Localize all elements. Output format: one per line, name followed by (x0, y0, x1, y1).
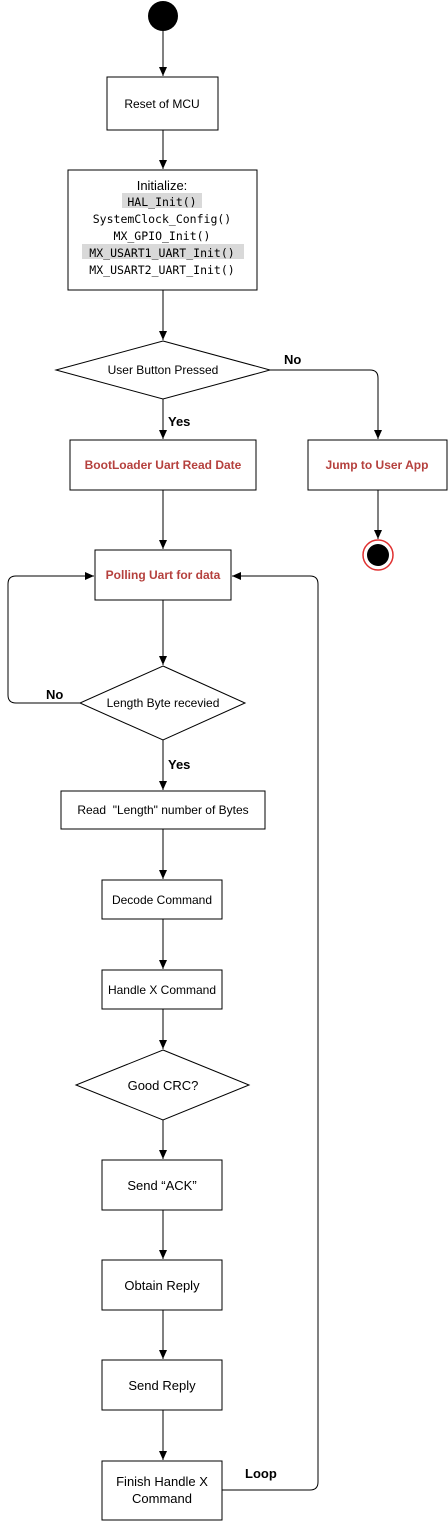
svg-text:Read "Length" number of Bytes: Read "Length" number of Bytes (77, 803, 248, 817)
bootloader-read-node: BootLoader Uart Read Date (69, 439, 257, 491)
edge-button-no (270, 369, 382, 439)
handle-x-node: Handle X Command (101, 969, 223, 1010)
label-button-no: No (284, 352, 301, 367)
svg-text:Decode Command: Decode Command (112, 893, 212, 907)
svg-text:Obtain Reply: Obtain Reply (124, 1278, 200, 1293)
good-crc-decision: Good CRC? (74, 1049, 251, 1121)
init-highlight-hal (122, 193, 202, 208)
polling-node: Polling Uart for data (94, 549, 232, 601)
init-line: HAL_Init() (127, 195, 196, 209)
jump-user-app-node: Jump to User App (307, 439, 448, 491)
init-line: SystemClock_Config() (93, 212, 231, 226)
edge-length-no (7, 572, 94, 704)
svg-text:Send Reply: Send Reply (128, 1378, 196, 1393)
send-reply-node: Send Reply (101, 1359, 223, 1411)
svg-text:BootLoader Uart Read Date: BootLoader Uart Read Date (85, 458, 242, 472)
length-decision: Length Byte recevied (78, 665, 247, 741)
svg-text:Finish Handle X: Finish Handle X (116, 1474, 208, 1489)
svg-text:Send “ACK”: Send “ACK” (127, 1178, 196, 1193)
decode-node: Decode Command (101, 879, 223, 920)
init-line: MX_USART2_UART_Init() (89, 263, 234, 277)
svg-text:Command: Command (132, 1491, 192, 1506)
end-node (362, 539, 394, 571)
svg-text:User Button Pressed: User Button Pressed (108, 363, 219, 377)
read-length-node: Read "Length" number of Bytes (60, 790, 266, 830)
init-title: Initialize: (137, 178, 188, 193)
finish-handle-node: Finish Handle X Command (101, 1460, 223, 1521)
label-length-yes: Yes (168, 757, 190, 772)
edge-loop (222, 572, 319, 1491)
svg-text:Handle X Command: Handle X Command (108, 983, 216, 997)
reset-node: Reset of MCU (106, 76, 219, 131)
init-node: Initialize: HAL_Init() SystemClock_Confi… (67, 169, 258, 291)
init-highlight-usart1 (82, 244, 244, 259)
label-loop: Loop (245, 1466, 277, 1481)
label-length-no: No (46, 687, 63, 702)
init-line: MX_GPIO_Init() (114, 229, 211, 243)
user-button-decision: User Button Pressed (54, 340, 272, 400)
svg-text:Polling Uart for data: Polling Uart for data (106, 568, 221, 582)
obtain-reply-node: Obtain Reply (101, 1259, 223, 1311)
svg-text:Good CRC?: Good CRC? (128, 1078, 199, 1093)
start-node (148, 1, 178, 31)
send-ack-node: Send “ACK” (101, 1159, 223, 1211)
init-line: MX_USART1_UART_Init() (89, 246, 234, 260)
svg-text:Reset of MCU: Reset of MCU (124, 97, 199, 111)
svg-text:Length Byte recevied: Length Byte recevied (107, 696, 220, 710)
label-button-yes: Yes (168, 414, 190, 429)
svg-text:Jump to User App: Jump to User App (326, 458, 429, 472)
